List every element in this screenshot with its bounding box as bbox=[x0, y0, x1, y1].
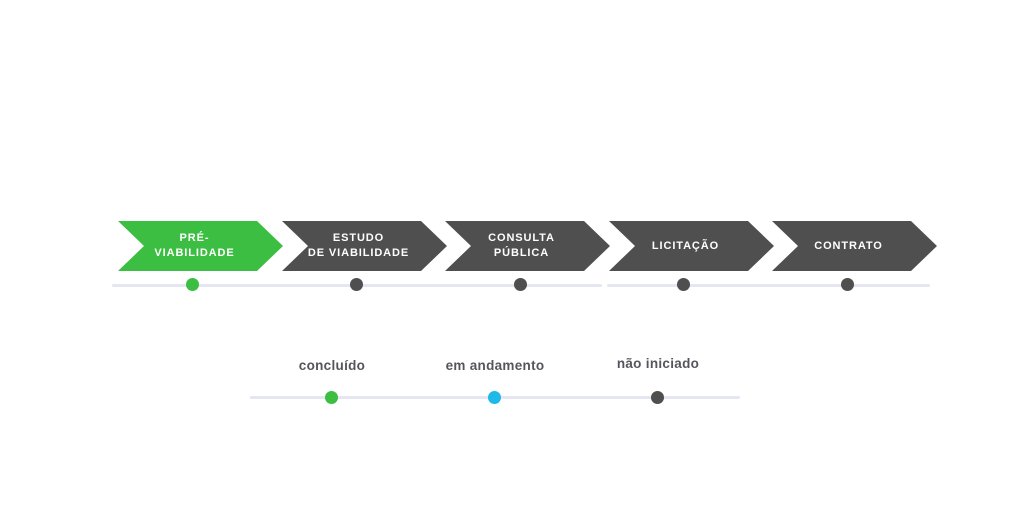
legend-dot-nao-iniciado bbox=[651, 391, 664, 404]
stage-arrow-contrato: CONTRATO bbox=[772, 221, 937, 271]
stage-arrow-consulta-publica: CONSULTA PÚBLICA bbox=[445, 221, 610, 271]
stage-arrow-estudo-de-viabilidade: ESTUDO DE VIABILIDADE bbox=[282, 221, 447, 271]
stage-arrow-licitacao: LICITAÇÃO bbox=[609, 221, 774, 271]
legend-label-concluido: concluído bbox=[298, 358, 366, 373]
legend-dot-em-andamento bbox=[488, 391, 501, 404]
stage-label: PRÉ- bbox=[179, 232, 210, 244]
stage-status-dot-licitacao bbox=[677, 278, 690, 291]
stage-label: CONTRATO bbox=[814, 239, 883, 252]
stage-label: DE VIABILIDADE bbox=[307, 247, 410, 259]
stage-status-dot-estudo-de-viabilidade bbox=[350, 278, 363, 291]
stage-label: PÚBLICA bbox=[493, 247, 550, 259]
stage-label: LICITAÇÃO bbox=[651, 239, 720, 252]
stage-label: CONSULTA bbox=[488, 232, 555, 244]
legend-label-em-andamento: em andamento bbox=[445, 358, 545, 373]
stage-label: ESTUDO bbox=[332, 232, 385, 244]
stage-status-dot-pre-viabilidade bbox=[186, 278, 199, 291]
legend-dot-concluido bbox=[325, 391, 338, 404]
stage-status-dot-consulta-publica bbox=[514, 278, 527, 291]
timeline-track-segment bbox=[607, 284, 930, 287]
stage-status-dot-contrato bbox=[841, 278, 854, 291]
legend-label-nao-iniciado: não iniciado bbox=[616, 356, 700, 371]
stage-arrow-pre-viabilidade: PRÉ- VIABILIDADE bbox=[118, 221, 283, 271]
stage-label: VIABILIDADE bbox=[154, 247, 235, 259]
